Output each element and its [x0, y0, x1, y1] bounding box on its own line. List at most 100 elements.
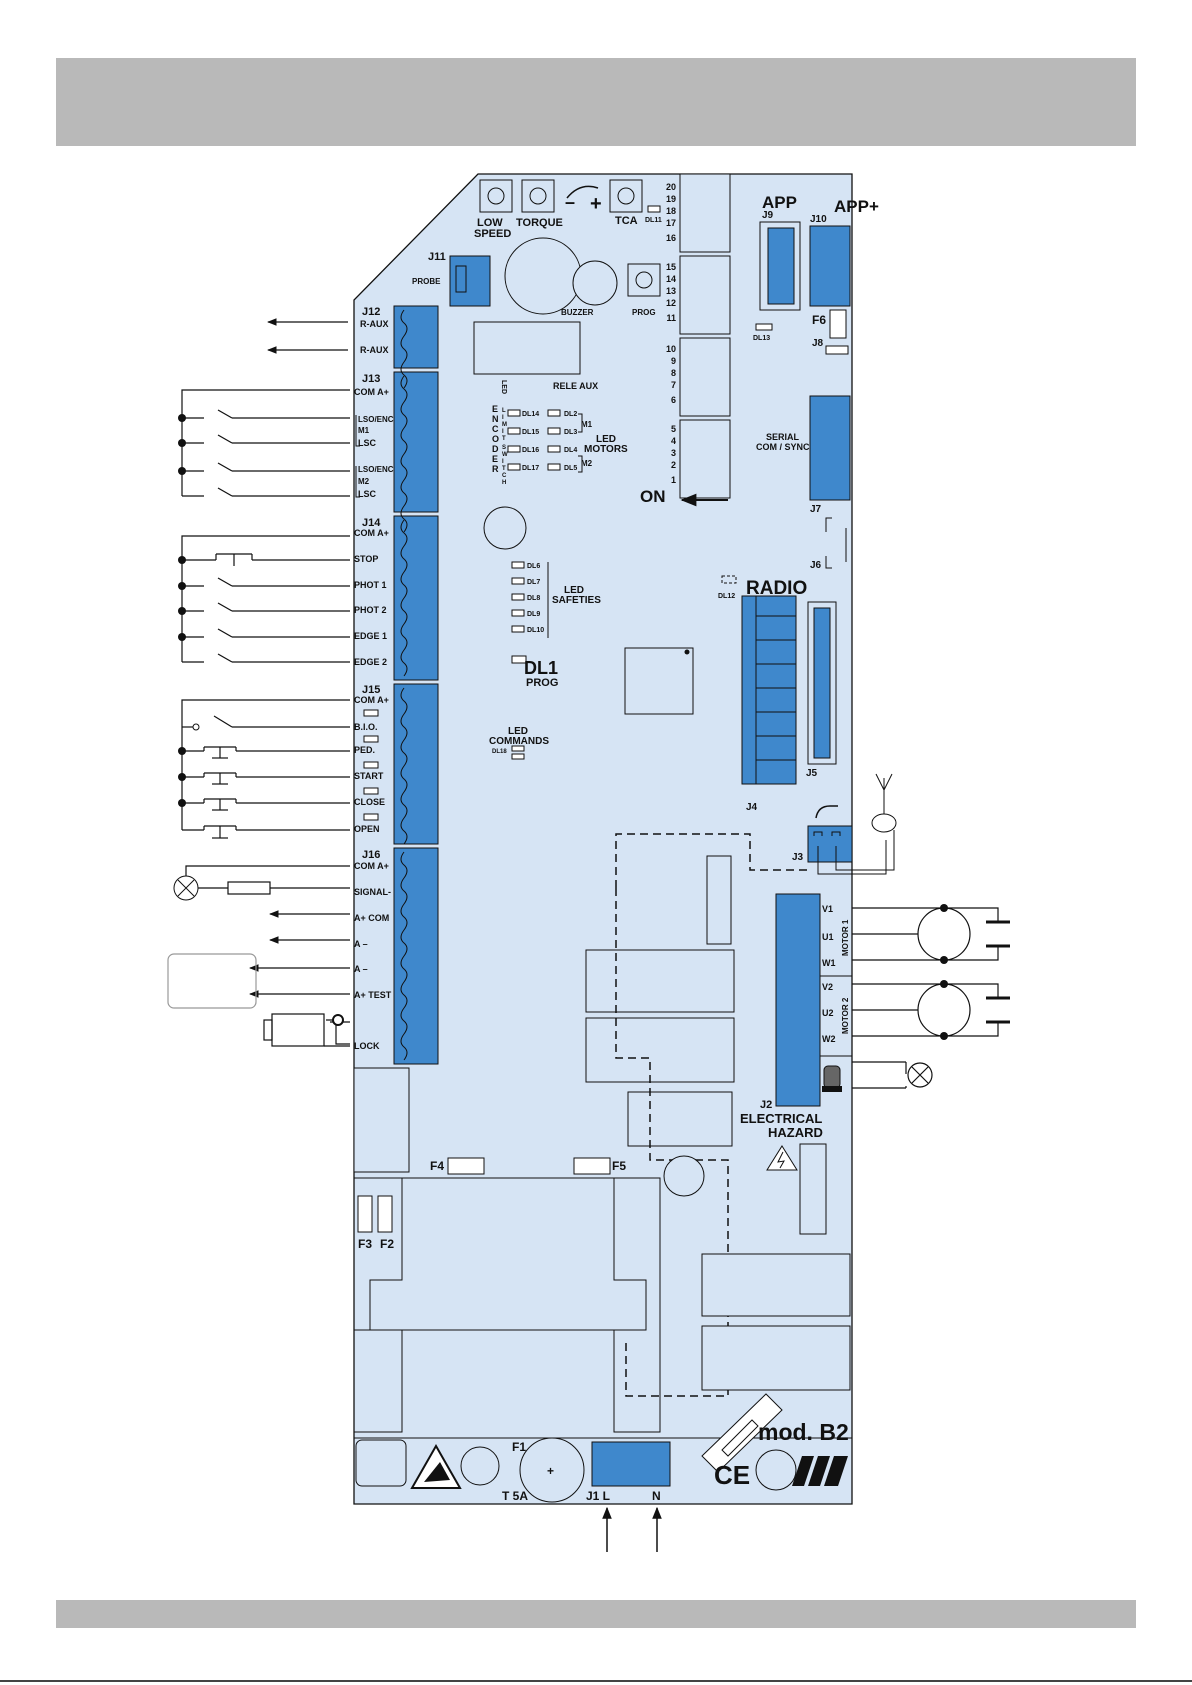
relay-block [585, 1017, 735, 1083]
term-a-plus-test: A+ TEST [354, 990, 392, 1000]
power-transformer-block [354, 1177, 661, 1433]
f6-fuse [829, 309, 847, 339]
svg-text:+: + [547, 1464, 554, 1478]
led-motors-label-2: MOTORS [584, 444, 628, 455]
f4-label: F4 [430, 1159, 444, 1173]
j8-label: J8 [812, 338, 824, 349]
motor-led-label: DL2 [564, 411, 577, 418]
j4-label: J4 [746, 802, 758, 813]
term-phot1: PHOT 1 [354, 580, 387, 590]
tca-trimmer[interactable] [609, 179, 643, 213]
tca-label: TCA [615, 215, 638, 227]
dip-switch-blocks[interactable] [679, 173, 731, 499]
brand-logo-icon [792, 1456, 848, 1486]
j6-label: J6 [810, 560, 822, 571]
dl11-label: DL11 [645, 217, 662, 224]
motor-led-label: DL3 [564, 429, 577, 436]
led-safeties-label-1: LED [564, 585, 584, 596]
model-label: mod. B2 [758, 1419, 849, 1445]
j15-label: J15 [362, 684, 380, 696]
motor2-label: MOTOR 2 [841, 997, 850, 1034]
dip-number: 18 [666, 206, 676, 216]
coax-cable-icon [871, 813, 897, 833]
j13-label: J13 [362, 373, 380, 385]
app-plus-label: APP+ [834, 197, 879, 216]
external-wiring-left [167, 318, 350, 1047]
dip-number: 12 [666, 298, 676, 308]
app-label: APP [762, 193, 797, 212]
v1-label: V1 [822, 904, 833, 914]
wiring-junctions [178, 414, 200, 807]
buzzer-label: BUZZER [561, 308, 594, 317]
term-com-a-3: COM A+ [354, 695, 389, 705]
dip-number: 6 [671, 395, 676, 405]
low-speed-trimmer[interactable] [479, 179, 513, 213]
prog-button[interactable] [627, 263, 661, 297]
transformer-block [585, 949, 735, 1013]
torque-trimmer[interactable] [521, 179, 555, 213]
page-bottom-line [0, 1680, 1192, 1682]
electrical-hazard-label-1: ELECTRICAL [740, 1111, 822, 1126]
f3-label: F3 [358, 1237, 372, 1251]
dip-number: 16 [666, 233, 676, 243]
dip-number: 14 [666, 274, 676, 284]
dl12-led [721, 575, 737, 584]
dl1-led [511, 655, 527, 664]
dip-number: 13 [666, 286, 676, 296]
m2-led-label: M2 [581, 459, 593, 468]
low-speed-label-1: LOW [477, 217, 503, 229]
n-label: N [652, 1489, 661, 1503]
f2-fuse [377, 1195, 393, 1233]
term-lock: LOCK [354, 1041, 380, 1051]
t5a-label: T 5A [502, 1489, 528, 1503]
m1-led-label: M1 [581, 420, 593, 429]
dip-number: 19 [666, 194, 676, 204]
j9-label: J9 [762, 210, 774, 221]
f3-fuse [357, 1195, 373, 1233]
j10-app-plus-connector [809, 225, 851, 307]
term-m1: M1 [358, 426, 370, 435]
dip-number: 10 [666, 344, 676, 354]
dl12-label: DL12 [718, 593, 735, 600]
term-edge2: EDGE 2 [354, 657, 387, 667]
safety-led-label: DL9 [527, 611, 540, 618]
warning-lamp-icon [173, 875, 199, 901]
motor-led-label: DL5 [564, 465, 577, 472]
led-vertical-label: LED [500, 380, 507, 394]
dip-number: 1 [671, 475, 676, 485]
dip-number: 17 [666, 218, 676, 228]
probe-label: PROBE [412, 277, 441, 286]
led-commands-label-1: LED [508, 726, 528, 737]
flashing-light-icon [822, 1065, 842, 1092]
dip-number: 8 [671, 368, 676, 378]
motor1-label: MOTOR 1 [841, 919, 850, 956]
trimmer-direction-icon [566, 185, 599, 199]
f5-fuse [573, 1157, 611, 1175]
j7-label: J7 [810, 504, 822, 515]
safety-led-label: DL6 [527, 563, 540, 570]
j11-label: J11 [428, 251, 446, 263]
f4-fuse [447, 1157, 485, 1175]
round-component [483, 506, 527, 550]
safety-led-label: DL7 [527, 579, 540, 586]
j2-label: J2 [760, 1099, 772, 1111]
fuse-icon [701, 1393, 783, 1473]
term-r-aux-1: R-AUX [360, 319, 389, 329]
electric-lock-key-icon [332, 1014, 344, 1026]
term-a-plus-com: A+ COM [354, 913, 389, 923]
term-lsc-m2: LSC [358, 489, 377, 499]
low-speed-label-2: SPEED [474, 228, 511, 240]
j1-l-label: J1 L [586, 1489, 610, 1503]
u2-label: U2 [822, 1008, 834, 1018]
svg-text:+: + [590, 193, 602, 215]
term-lsc-m1: LSC [358, 438, 377, 448]
dl1-label: DL1 [524, 658, 558, 678]
term-lso-enc-m2: LSO/ENC [358, 465, 394, 474]
f5-label: F5 [612, 1159, 626, 1173]
term-lso-enc-m1: LSO/ENC [358, 415, 394, 424]
j7-serial-connector [809, 395, 851, 501]
